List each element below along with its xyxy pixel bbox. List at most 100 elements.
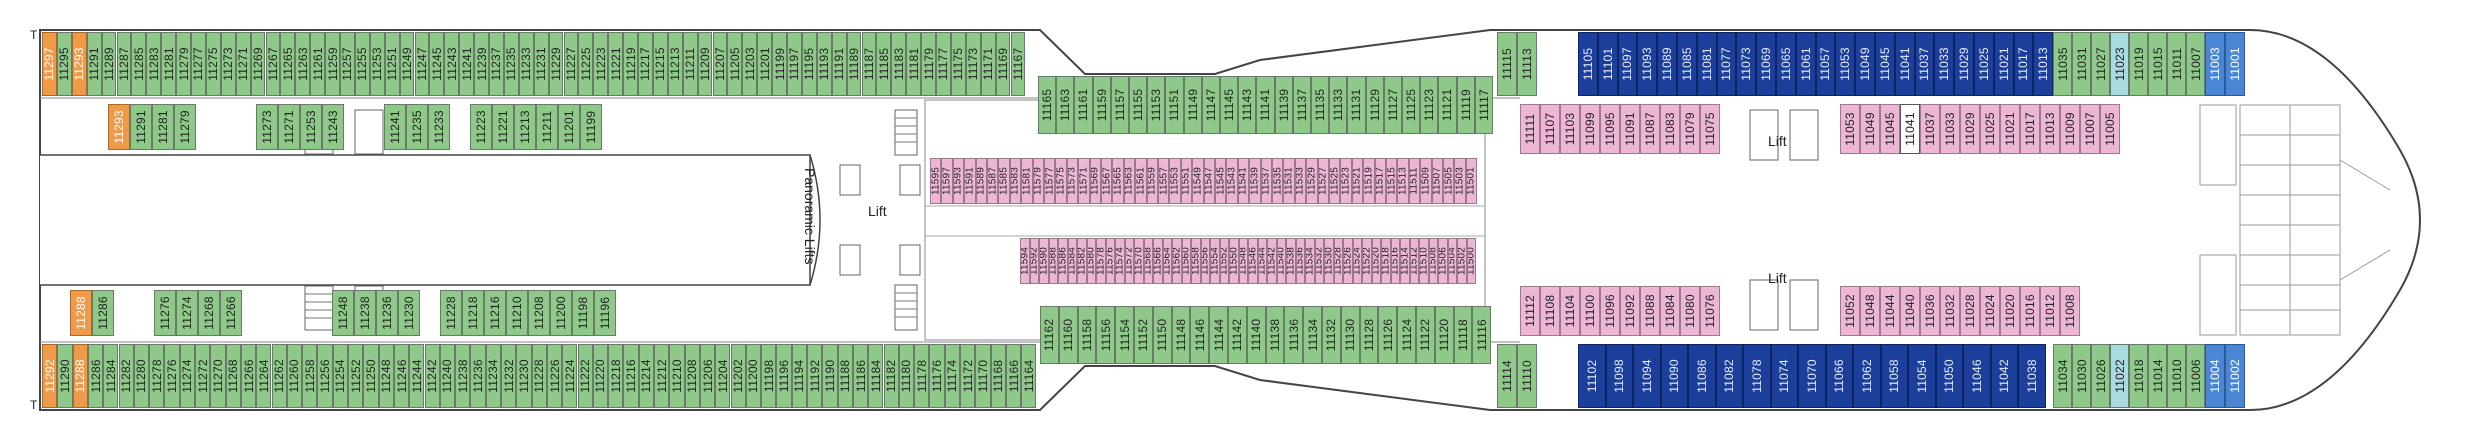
- cabin-11238[interactable]: 11238: [354, 290, 376, 336]
- cabin-11547[interactable]: 11547: [1203, 158, 1215, 204]
- cabin-11253[interactable]: 11253: [369, 32, 385, 96]
- cabin-11098[interactable]: 11098: [1605, 344, 1633, 408]
- cabin-11519[interactable]: 11519: [1363, 158, 1375, 204]
- cabin-11090[interactable]: 11090: [1660, 344, 1688, 408]
- cabin-11212[interactable]: 11212: [654, 344, 670, 408]
- cabin-11166[interactable]: 11166: [1005, 344, 1022, 408]
- cabin-11288[interactable]: 11288: [72, 344, 88, 408]
- cabin-11116[interactable]: 11116: [1472, 306, 1492, 364]
- cabin-11069[interactable]: 11069: [1756, 32, 1776, 96]
- cabin-11563[interactable]: 11563: [1123, 158, 1136, 204]
- cabin-11029[interactable]: 11029: [1960, 104, 1980, 154]
- cabin-11013[interactable]: 11013: [2033, 32, 2054, 96]
- cabin-11597[interactable]: 11597: [941, 158, 953, 204]
- cabin-11018[interactable]: 11018: [2129, 344, 2148, 408]
- cabin-11104[interactable]: 11104: [1560, 286, 1580, 336]
- cabin-11520[interactable]: 11520: [1371, 238, 1381, 284]
- cabin-11167[interactable]: 11167: [1010, 32, 1026, 96]
- cabin-11057[interactable]: 11057: [1815, 32, 1836, 96]
- cabin-11066[interactable]: 11066: [1825, 344, 1853, 408]
- cabin-11037[interactable]: 11037: [1914, 32, 1935, 96]
- cabin-11204[interactable]: 11204: [715, 344, 731, 408]
- cabin-11002[interactable]: 11002: [2225, 344, 2245, 408]
- cabin-11250[interactable]: 11250: [363, 344, 379, 408]
- cabin-11087[interactable]: 11087: [1640, 104, 1660, 154]
- cabin-11286[interactable]: 11286: [87, 344, 104, 408]
- cabin-11206[interactable]: 11206: [699, 344, 716, 408]
- cabin-11141[interactable]: 11141: [1256, 76, 1275, 134]
- cabin-11244[interactable]: 11244: [409, 344, 425, 408]
- cabin-11234[interactable]: 11234: [485, 344, 501, 408]
- cabin-11012[interactable]: 11012: [2040, 286, 2060, 336]
- cabin-11158[interactable]: 11158: [1077, 306, 1097, 364]
- cabin-11070[interactable]: 11070: [1798, 344, 1826, 408]
- cabin-11021[interactable]: 11021: [1993, 32, 2014, 96]
- cabin-11026[interactable]: 11026: [2091, 344, 2110, 408]
- cabin-11065[interactable]: 11065: [1776, 32, 1796, 96]
- cabin-11237[interactable]: 11237: [489, 32, 504, 96]
- cabin-11007[interactable]: 11007: [2080, 104, 2100, 154]
- cabin-11502[interactable]: 11502: [1457, 238, 1467, 284]
- cabin-11088[interactable]: 11088: [1640, 286, 1660, 336]
- cabin-11227[interactable]: 11227: [563, 32, 579, 96]
- cabin-11513[interactable]: 11513: [1397, 158, 1409, 204]
- cabin-11199[interactable]: 11199: [772, 32, 787, 96]
- cabin-11553[interactable]: 11553: [1169, 158, 1181, 204]
- cabin-11027[interactable]: 11027: [2091, 32, 2110, 96]
- cabin-11591[interactable]: 11591: [964, 158, 976, 204]
- cabin-11182[interactable]: 11182: [883, 344, 899, 408]
- cabin-11176[interactable]: 11176: [929, 344, 945, 408]
- cabin-11183[interactable]: 11183: [891, 32, 907, 96]
- cabin-11286[interactable]: 11286: [92, 290, 114, 336]
- cabin-11577[interactable]: 11577: [1044, 158, 1056, 204]
- cabin-11245[interactable]: 11245: [429, 32, 445, 96]
- cabin-11573[interactable]: 11573: [1066, 158, 1079, 204]
- cabin-11284[interactable]: 11284: [103, 344, 119, 408]
- cabin-11207[interactable]: 11207: [712, 32, 728, 96]
- cabin-11288[interactable]: 11288: [70, 290, 92, 336]
- cabin-11110[interactable]: 11110: [1517, 344, 1537, 408]
- cabin-11216[interactable]: 11216: [484, 290, 506, 336]
- cabin-11198[interactable]: 11198: [761, 344, 777, 408]
- cabin-11274[interactable]: 11274: [176, 290, 198, 336]
- cabin-11139[interactable]: 11139: [1274, 76, 1293, 134]
- cabin-11576[interactable]: 11576: [1105, 238, 1115, 284]
- cabin-11196[interactable]: 11196: [776, 344, 792, 408]
- cabin-11293[interactable]: 11293: [71, 32, 87, 96]
- cabin-11025[interactable]: 11025: [1974, 32, 1994, 96]
- cabin-11251[interactable]: 11251: [384, 32, 400, 96]
- cabin-11142[interactable]: 11142: [1228, 306, 1247, 364]
- cabin-11233[interactable]: 11233: [518, 32, 534, 96]
- cabin-11276[interactable]: 11276: [164, 344, 180, 408]
- cabin-11203[interactable]: 11203: [742, 32, 758, 96]
- cabin-11569[interactable]: 11569: [1089, 158, 1101, 204]
- cabin-11053[interactable]: 11053: [1840, 104, 1860, 154]
- cabin-11054[interactable]: 11054: [1908, 344, 1936, 408]
- cabin-11080[interactable]: 11080: [1680, 286, 1700, 336]
- cabin-11180[interactable]: 11180: [898, 344, 915, 408]
- cabin-11194[interactable]: 11194: [791, 344, 807, 408]
- cabin-11506[interactable]: 11506: [1438, 238, 1448, 284]
- cabin-11221[interactable]: 11221: [608, 32, 624, 96]
- cabin-11049[interactable]: 11049: [1860, 104, 1880, 154]
- cabin-11079[interactable]: 11079: [1680, 104, 1700, 154]
- cabin-11179[interactable]: 11179: [921, 32, 936, 96]
- cabin-11150[interactable]: 11150: [1152, 306, 1172, 364]
- cabin-11214[interactable]: 11214: [638, 344, 654, 408]
- cabin-11587[interactable]: 11587: [987, 158, 999, 204]
- cabin-11579[interactable]: 11579: [1032, 158, 1044, 204]
- cabin-11073[interactable]: 11073: [1736, 32, 1757, 96]
- cabin-11268[interactable]: 11268: [198, 290, 220, 336]
- cabin-11583[interactable]: 11583: [1009, 158, 1022, 204]
- cabin-11208[interactable]: 11208: [684, 344, 700, 408]
- cabin-11264[interactable]: 11264: [256, 344, 272, 408]
- cabin-11213[interactable]: 11213: [667, 32, 683, 96]
- cabin-11246[interactable]: 11246: [393, 344, 410, 408]
- cabin-11285[interactable]: 11285: [131, 32, 147, 96]
- cabin-11113[interactable]: 11113: [1517, 32, 1537, 96]
- cabin-11240[interactable]: 11240: [439, 344, 456, 408]
- cabin-11525[interactable]: 11525: [1329, 158, 1341, 204]
- cabin-11510[interactable]: 11510: [1419, 238, 1429, 284]
- cabin-11172[interactable]: 11172: [960, 344, 976, 408]
- cabin-11291[interactable]: 11291: [130, 104, 152, 150]
